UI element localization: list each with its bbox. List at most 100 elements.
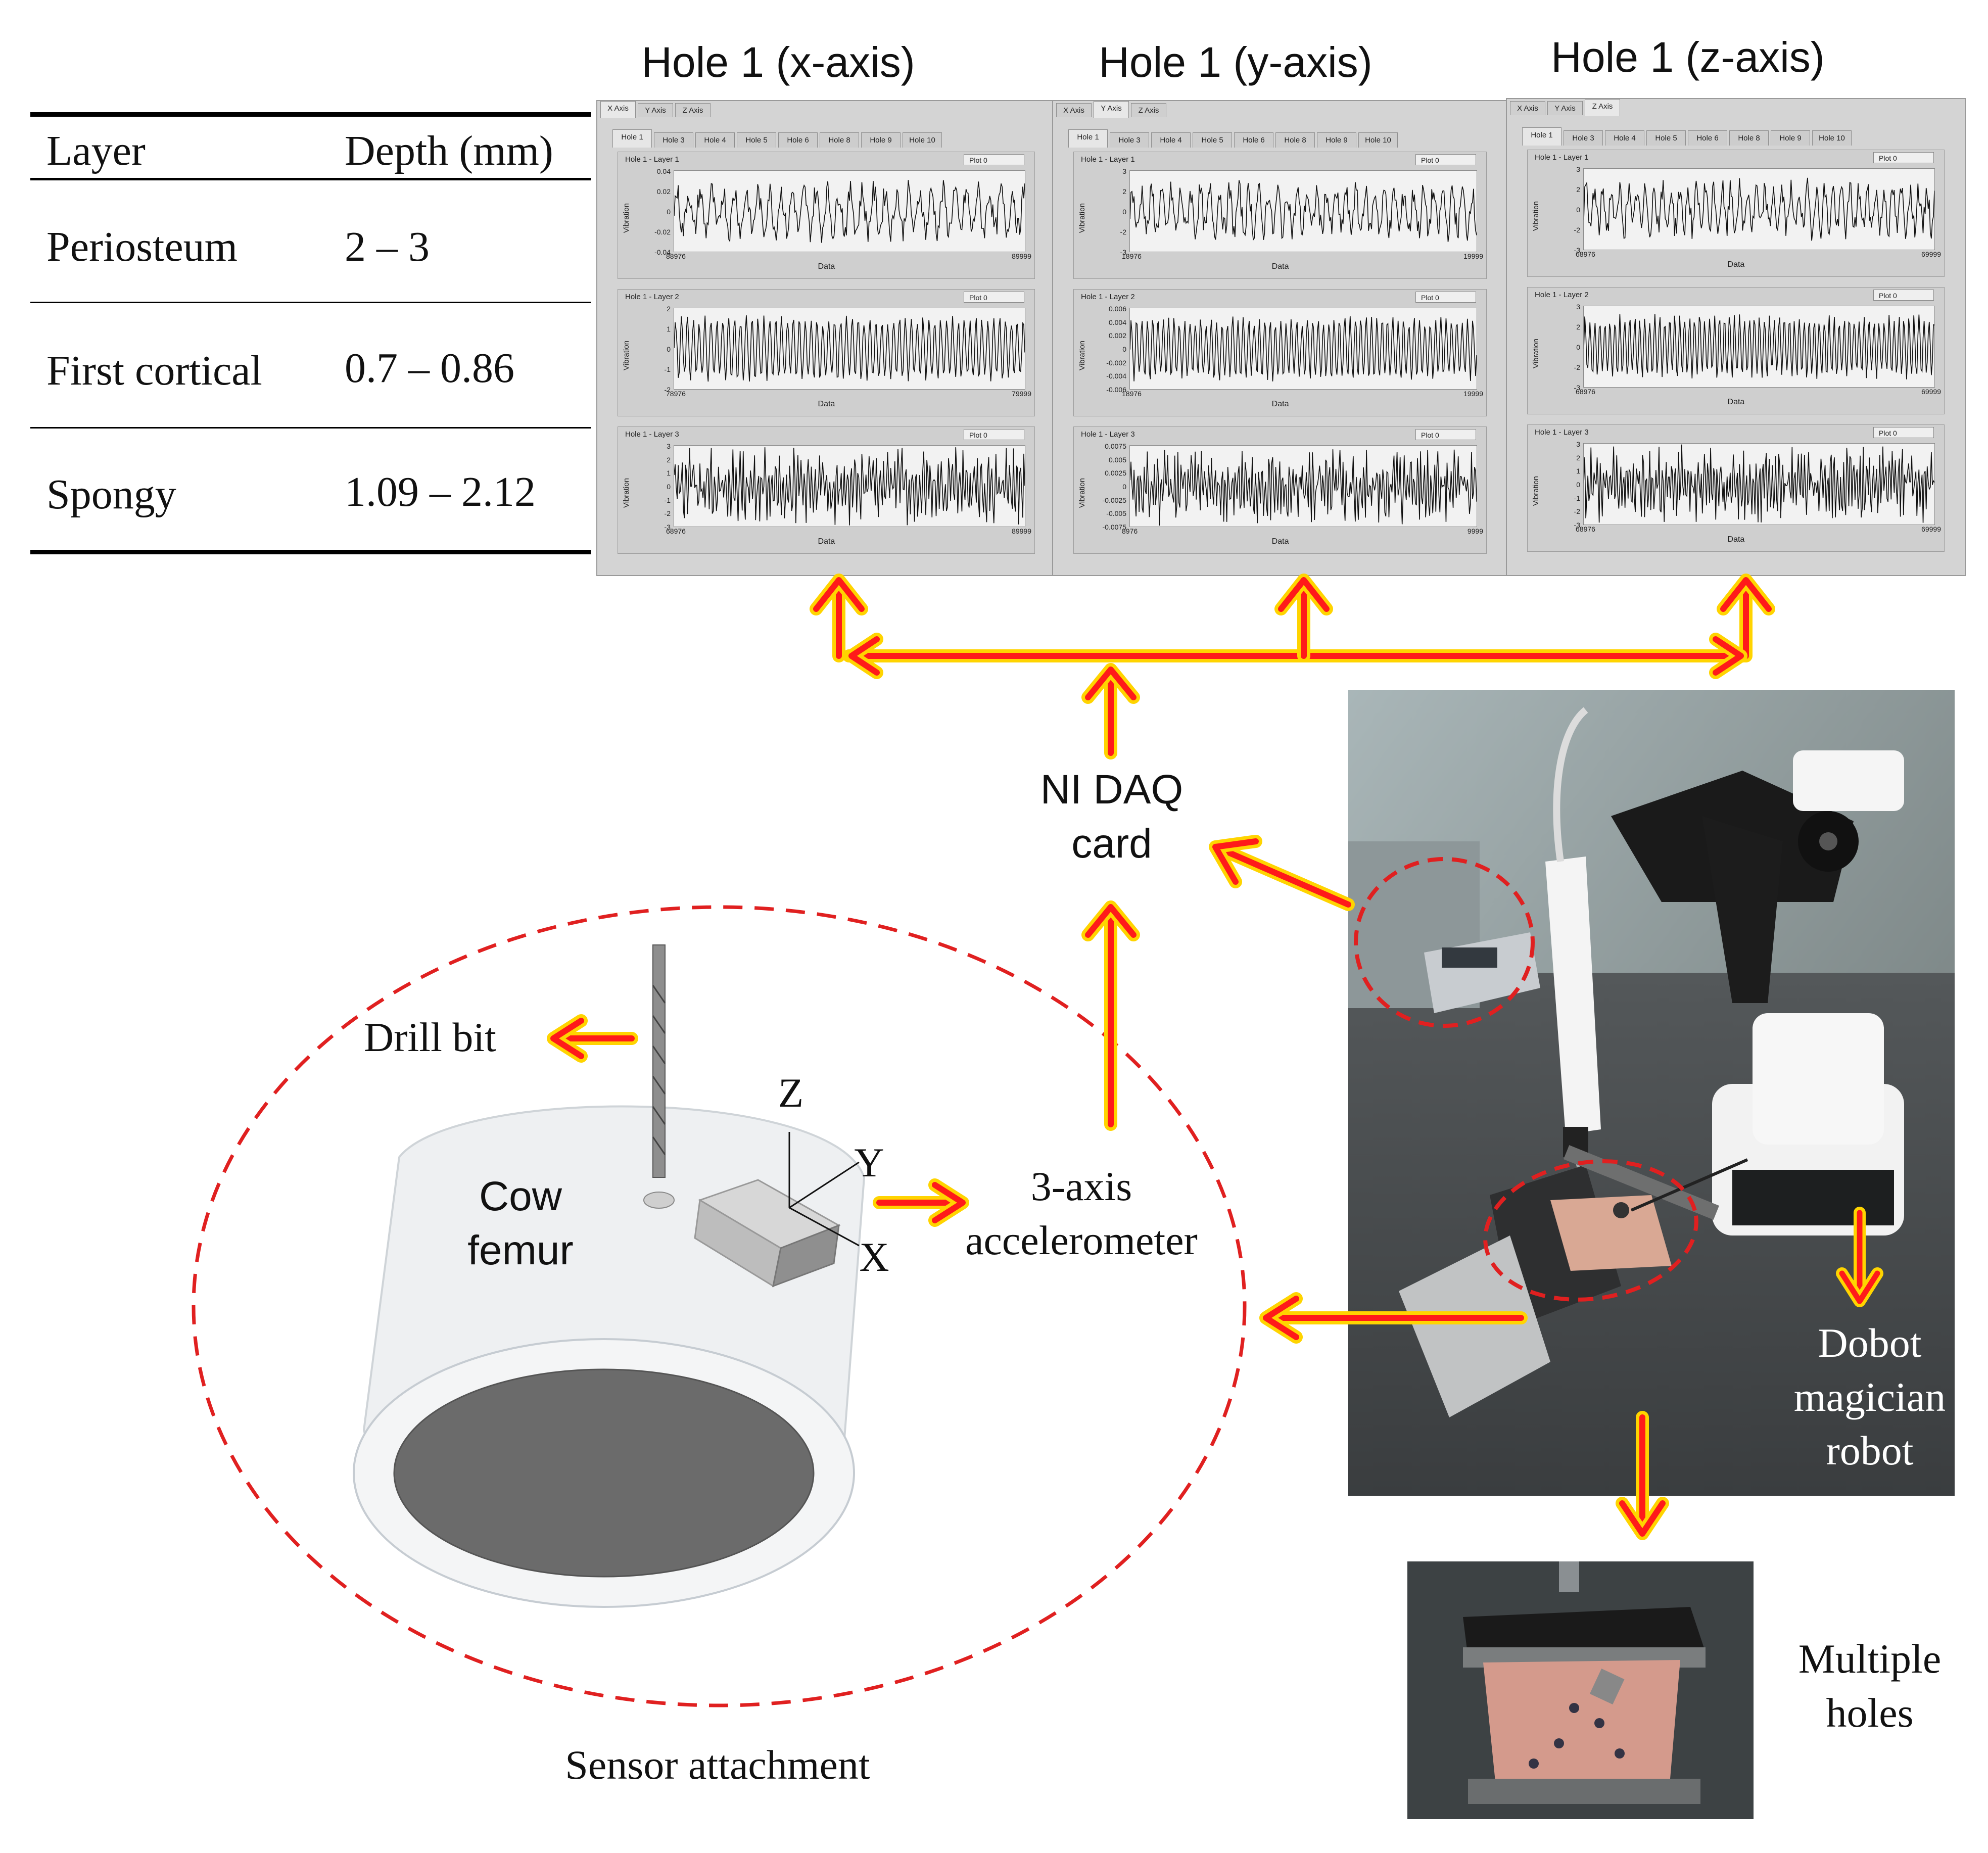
table-cell-layer: Periosteum — [46, 223, 238, 270]
plot-legend[interactable]: Plot 0 — [964, 429, 1024, 440]
plot-legend[interactable]: Plot 0 — [1873, 427, 1934, 438]
hole-tab-hole-10[interactable]: Hole 10 — [1812, 130, 1852, 146]
hole-tab-hole-1[interactable]: Hole 1 — [612, 129, 652, 148]
y-tick-label: -1 — [664, 496, 671, 504]
arrow-to-dobot-label — [1836, 1207, 1883, 1307]
y-tick-label: 0.02 — [656, 187, 671, 196]
y-tick-label: -3 — [1574, 246, 1580, 254]
y-tick-label: 3 — [667, 442, 671, 450]
x-axis-label: Data — [1271, 262, 1289, 271]
axis-tab-y-axis[interactable]: Y Axis — [1094, 101, 1129, 118]
hole-tab-hole-6[interactable]: Hole 6 — [1234, 132, 1273, 148]
hole-tab-hole-4[interactable]: Hole 4 — [695, 132, 735, 148]
hole-tab-hole-8[interactable]: Hole 8 — [1275, 132, 1315, 148]
axis-z-label: Z — [778, 1070, 804, 1116]
arrow-to-z-panel — [1717, 574, 1775, 662]
axis-tab-x-axis[interactable]: X Axis — [600, 101, 636, 118]
arrow-sensor-to-accelerometer-label — [873, 1178, 969, 1227]
layer-plot-title: Hole 1 - Layer 3 — [1535, 428, 1589, 437]
hole-tab-hole-6[interactable]: Hole 6 — [1688, 130, 1727, 146]
hole-tab-hole-5[interactable]: Hole 5 — [1646, 130, 1686, 146]
cow-femur-label-line1: Cow — [479, 1173, 562, 1219]
plot-legend[interactable]: Plot 0 — [1415, 154, 1476, 165]
vibration-signal-plot — [674, 308, 1025, 390]
multiple-holes-photo — [1407, 1561, 1754, 1819]
axis-tab-z-axis[interactable]: Z Axis — [1131, 103, 1166, 117]
plot-legend[interactable]: Plot 0 — [964, 292, 1024, 303]
waveform-trace — [674, 180, 1025, 243]
hole-tab-hole-1[interactable]: Hole 1 — [1522, 127, 1561, 146]
bone-highlight-circle — [1483, 1159, 1698, 1302]
plot-legend[interactable]: Plot 0 — [1415, 292, 1476, 303]
plot-legend[interactable]: Plot 0 — [1415, 429, 1476, 440]
axis-tab-z-axis[interactable]: Z Axis — [675, 103, 711, 117]
y-tick-label: -0.04 — [654, 248, 671, 256]
y-tick-label: 3 — [1576, 440, 1580, 448]
hole-tab-hole-6[interactable]: Hole 6 — [778, 132, 818, 148]
hole-tab-hole-9[interactable]: Hole 9 — [1771, 130, 1810, 146]
waveform-path — [1583, 314, 1935, 379]
hole-tab-hole-3[interactable]: Hole 3 — [654, 132, 693, 148]
vibration-signal-plot — [674, 170, 1025, 252]
axis-tab-x-axis[interactable]: X Axis — [1056, 103, 1092, 117]
daq-card-label: NI DAQ card — [1011, 763, 1213, 871]
panel-title-x: Hole 1 (x-axis) — [641, 38, 915, 86]
y-tick-label: 2 — [1576, 185, 1580, 194]
y-tick-label: -2 — [1120, 228, 1126, 236]
vibration-signal-plot — [1129, 170, 1477, 252]
y-tick-label: 3 — [1576, 303, 1580, 311]
arrow-photo-to-sensor-attachment — [1259, 1292, 1528, 1344]
arrow-daq-to-bus — [1081, 663, 1140, 759]
axis-tab-z-axis[interactable]: Z Axis — [1585, 99, 1620, 116]
hole-tab-hole-10[interactable]: Hole 10 — [903, 132, 942, 148]
multiple-holes-illustration — [1407, 1561, 1754, 1819]
arrow-to-y-panel — [1274, 574, 1333, 662]
hole-tab-hole-10[interactable]: Hole 10 — [1358, 132, 1398, 148]
accelerometer-label-line2: accelerometer — [965, 1217, 1198, 1263]
y-tick-label: 0 — [1576, 481, 1580, 489]
y-tick-label: 0 — [1576, 206, 1580, 214]
multiple-holes-label-line2: holes — [1826, 1689, 1914, 1736]
hole-tab-hole-4[interactable]: Hole 4 — [1151, 132, 1191, 148]
axis-tab-x-axis[interactable]: X Axis — [1510, 101, 1545, 115]
plot-legend[interactable]: Plot 0 — [1873, 290, 1934, 301]
y-tick-label: -0.006 — [1106, 386, 1126, 394]
y-tick-label: -3 — [1574, 384, 1580, 392]
hole-tab-hole-9[interactable]: Hole 9 — [1317, 132, 1356, 148]
table-top-rule — [30, 112, 591, 117]
hole-tab-hole-8[interactable]: Hole 8 — [1729, 130, 1769, 146]
waveform-path — [1129, 316, 1477, 382]
y-tick-label: -2 — [1574, 226, 1580, 234]
hole-tab-hole-5[interactable]: Hole 5 — [737, 132, 776, 148]
y-tick-label: -3 — [1120, 248, 1126, 256]
hole-tab-hole-3[interactable]: Hole 3 — [1564, 130, 1603, 146]
y-tick-label: -2 — [1574, 363, 1580, 371]
axis-tab-y-axis[interactable]: Y Axis — [1547, 101, 1583, 115]
plot-legend[interactable]: Plot 0 — [964, 154, 1024, 165]
hole-tab-hole-1[interactable]: Hole 1 — [1068, 129, 1108, 148]
plot-legend[interactable]: Plot 0 — [1873, 152, 1934, 163]
vibration-signal-plot — [1129, 308, 1477, 390]
vibration-signal-plot — [1583, 443, 1935, 525]
y-tick-label: 0.005 — [1108, 455, 1126, 464]
hole-tab-hole-4[interactable]: Hole 4 — [1605, 130, 1644, 146]
x-tick-max: 69999 — [1921, 250, 1941, 258]
accelerometer-cube-illustration — [694, 1132, 860, 1288]
hole-tab-hole-5[interactable]: Hole 5 — [1193, 132, 1232, 148]
x-tick-max: 89999 — [1012, 252, 1031, 260]
y-tick-label: -2 — [664, 509, 671, 518]
hole-tab-hole-3[interactable]: Hole 3 — [1110, 132, 1149, 148]
waveform-trace — [1129, 316, 1477, 382]
y-tick-label: 2 — [1576, 453, 1580, 462]
hole-tab-hole-8[interactable]: Hole 8 — [820, 132, 859, 148]
arrow-to-x-panel — [810, 574, 868, 662]
hole-tab-hole-9[interactable]: Hole 9 — [861, 132, 901, 148]
axis-tab-y-axis[interactable]: Y Axis — [638, 103, 673, 117]
x-tick-min: 8976 — [1122, 527, 1138, 535]
y-tick-label: 2 — [667, 455, 671, 464]
waveform-trace — [1129, 180, 1477, 242]
x-tick-max: 79999 — [1012, 390, 1031, 398]
